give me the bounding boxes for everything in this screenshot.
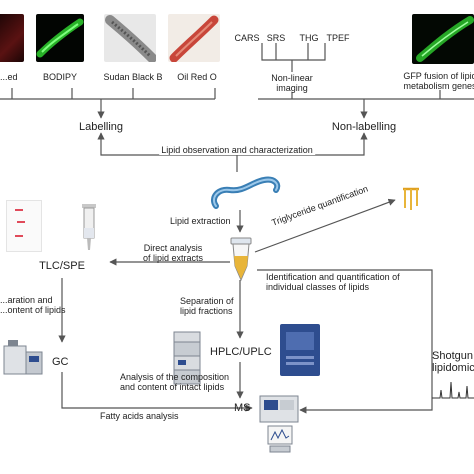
gc-instrument-icon (3, 340, 43, 375)
ms-instrument-icon (259, 395, 299, 453)
identification-label: Identification and quantification of ind… (266, 272, 400, 292)
stain-image-oil-red (168, 14, 220, 63)
stain-image-bodipy (36, 14, 84, 62)
separation-fractions-label: Separation of lipid fractions (180, 296, 234, 316)
nonlabelling-title: Non-labelling (331, 121, 397, 133)
technique-cars: CARS (234, 33, 260, 43)
gc-label: GC (52, 356, 69, 368)
technique-tpef: TPEF (326, 33, 350, 43)
bodipy-worm-icon (36, 18, 84, 58)
hplc-instrument-icon (173, 331, 201, 385)
triglyceride-icon (403, 187, 419, 210)
worm-icon (210, 176, 281, 209)
spe-cartridge-icon (82, 204, 96, 250)
ms-label: MS (234, 402, 251, 414)
stain-image-red (0, 14, 24, 62)
technique-srs: SRS (266, 33, 286, 43)
lipid-extraction-label: Lipid extraction (170, 216, 231, 226)
fatty-acids-label: Fatty acids analysis (100, 411, 179, 421)
hplc-label: HPLC/UPLC (210, 346, 272, 358)
separation-content-label: ...aration and ...ontent of lipids (0, 295, 66, 315)
gfp-label: GFP fusion of lipid metabolism genes (403, 71, 474, 91)
eppendorf-tube-icon (230, 237, 252, 282)
gfp-worm-icon (416, 16, 474, 62)
nonlinear-imaging-label: Non-linear imaging (271, 73, 313, 93)
gfp-image (412, 14, 474, 64)
labelling-title: Labelling (78, 121, 124, 133)
technique-thg: THG (299, 33, 319, 43)
stain-image-sudan-black (104, 14, 157, 63)
shotgun-label: Shotgun lipidomic... (432, 350, 474, 374)
spectrum-icon (432, 381, 474, 399)
stain-label-bodipy: BODIPY (42, 72, 78, 82)
stain-label-sudan: Sudan Black B (103, 72, 163, 82)
direct-analysis-label: Direct analysis of lipid extracts (142, 243, 203, 263)
analysis-intact-label: Analysis of the composition and content … (120, 372, 230, 392)
tlc-spe-label: TLC/SPE (39, 260, 85, 272)
analyzer-instrument-icon (280, 324, 320, 376)
stain-label-0: ...ed (0, 72, 18, 82)
sudan-worm-icon (105, 15, 157, 63)
tlc-plate-icon (6, 200, 42, 252)
observation-label: Lipid observation and characterization (159, 145, 315, 155)
stain-label-oilred: Oil Red O (177, 72, 217, 82)
oilred-worm-icon (169, 15, 219, 63)
